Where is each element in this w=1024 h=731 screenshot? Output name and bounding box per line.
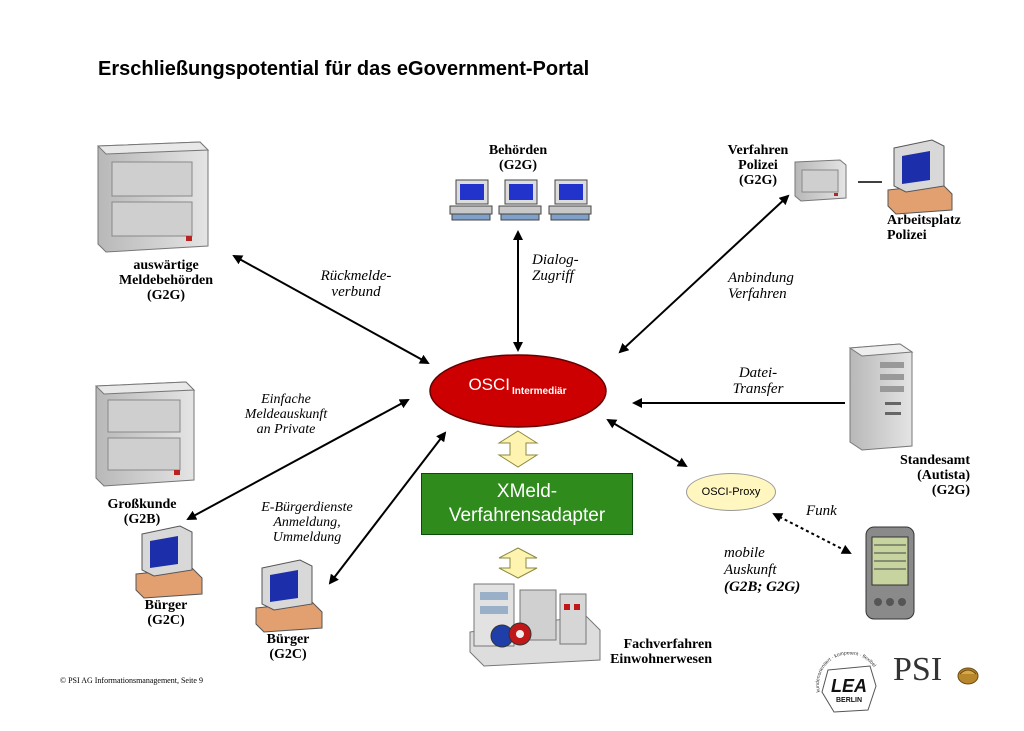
lea-berlin-logo: kundenorientiert · kompetent · flexibel … — [815, 652, 877, 713]
computer-behoerden-3-icon — [548, 179, 592, 221]
psi-logo: PSI — [893, 651, 943, 688]
server-polizei-icon — [794, 159, 847, 202]
double-arrow-upper — [497, 430, 539, 468]
double-arrow-lower — [498, 547, 538, 579]
edge-label-dialog: Dialog-Zugriff — [532, 252, 579, 284]
svg-text:BERLIN: BERLIN — [836, 697, 862, 704]
osci-main-label: OSCI — [468, 375, 510, 394]
edge-funk — [772, 513, 852, 554]
server-auswaertige-icon — [96, 141, 210, 253]
psi-nut-icon — [957, 667, 979, 685]
page-title: Erschließungspotential für das eGovernme… — [98, 58, 590, 80]
xmeld-adapter-node: XMeld- Verfahrensadapter — [421, 473, 633, 535]
edge-label-datei: Datei-Transfer — [732, 365, 784, 397]
label-buerger1: Bürger(G2C) — [144, 598, 188, 628]
edge-label-rueckmelde: Rückmelde-verbund — [320, 268, 392, 300]
mainframe-fachverfahren-icon — [469, 583, 601, 667]
edge-buerger2 — [328, 431, 447, 585]
tower-standesamt-icon — [848, 343, 914, 451]
pda-icon — [865, 526, 915, 620]
workstation-polizei-icon — [887, 139, 953, 215]
footer-copyright: © PSI AG Informationsmanagement, Seite 9 — [60, 676, 203, 685]
edge-grosskunde — [186, 399, 410, 520]
workstation-buerger2-icon — [255, 559, 323, 633]
osci-proxy-node: OSCI-Proxy — [686, 473, 776, 511]
edge-auswaertige — [232, 255, 430, 364]
label-behoerden: Behörden(G2G) — [488, 143, 548, 173]
computer-behoerden-1-icon — [449, 179, 493, 221]
edge-label-funk: Funk — [806, 503, 837, 519]
server-grosskunde-icon — [94, 381, 196, 487]
svg-text:LEA: LEA — [831, 676, 867, 696]
edge-polizei — [618, 194, 790, 354]
label-grosskunde: Großkunde(G2B) — [107, 497, 177, 527]
workstation-buerger1-icon — [135, 525, 203, 599]
osci-intermediaer-node — [429, 354, 607, 428]
computer-behoerden-2-icon — [498, 179, 542, 221]
xmeld-line2: Verfahrensadapter — [448, 505, 606, 526]
label-buerger2: Bürger(G2C) — [266, 632, 310, 662]
xmeld-line1: XMeld- — [496, 481, 558, 502]
osci-sub-label: Intermediär — [512, 386, 567, 397]
edge-proxy — [606, 418, 688, 468]
label-standesamt: Standesamt(Autista)(G2G) — [899, 453, 970, 498]
